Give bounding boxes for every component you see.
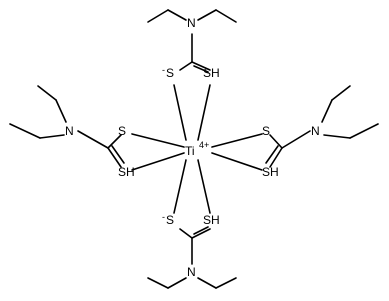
top-nitrogen: N bbox=[187, 16, 196, 30]
left-nitrogen: N bbox=[65, 124, 74, 138]
atom-labels: Ti 4+ - S SH N S SH N S SH N - S SH N bbox=[65, 16, 320, 279]
bottom-nitrogen: N bbox=[187, 265, 196, 279]
bottom-sulfur-left: S bbox=[166, 213, 174, 227]
right-sulfur-bottom: SH bbox=[262, 165, 279, 179]
left-sulfur-bottom: SH bbox=[118, 165, 135, 179]
bottom-ligand bbox=[147, 226, 237, 289]
bottom-sulfur-right: SH bbox=[203, 213, 220, 227]
left-sulfur-top: S bbox=[118, 124, 126, 138]
titanium-atom: Ti bbox=[185, 144, 195, 158]
titanium-charge: 4+ bbox=[199, 140, 209, 150]
top-ligand bbox=[147, 9, 237, 73]
top-sulfur-right: SH bbox=[203, 66, 220, 80]
bottom-sulfur-left-charge: - bbox=[162, 212, 165, 222]
right-nitrogen: N bbox=[311, 124, 320, 138]
left-ligand bbox=[9, 85, 125, 168]
right-sulfur-top: S bbox=[262, 124, 270, 138]
ti-s-bonds bbox=[131, 84, 263, 214]
right-ligand bbox=[265, 85, 379, 168]
top-sulfur-left-charge: - bbox=[162, 65, 165, 75]
top-sulfur-left: S bbox=[166, 66, 174, 80]
